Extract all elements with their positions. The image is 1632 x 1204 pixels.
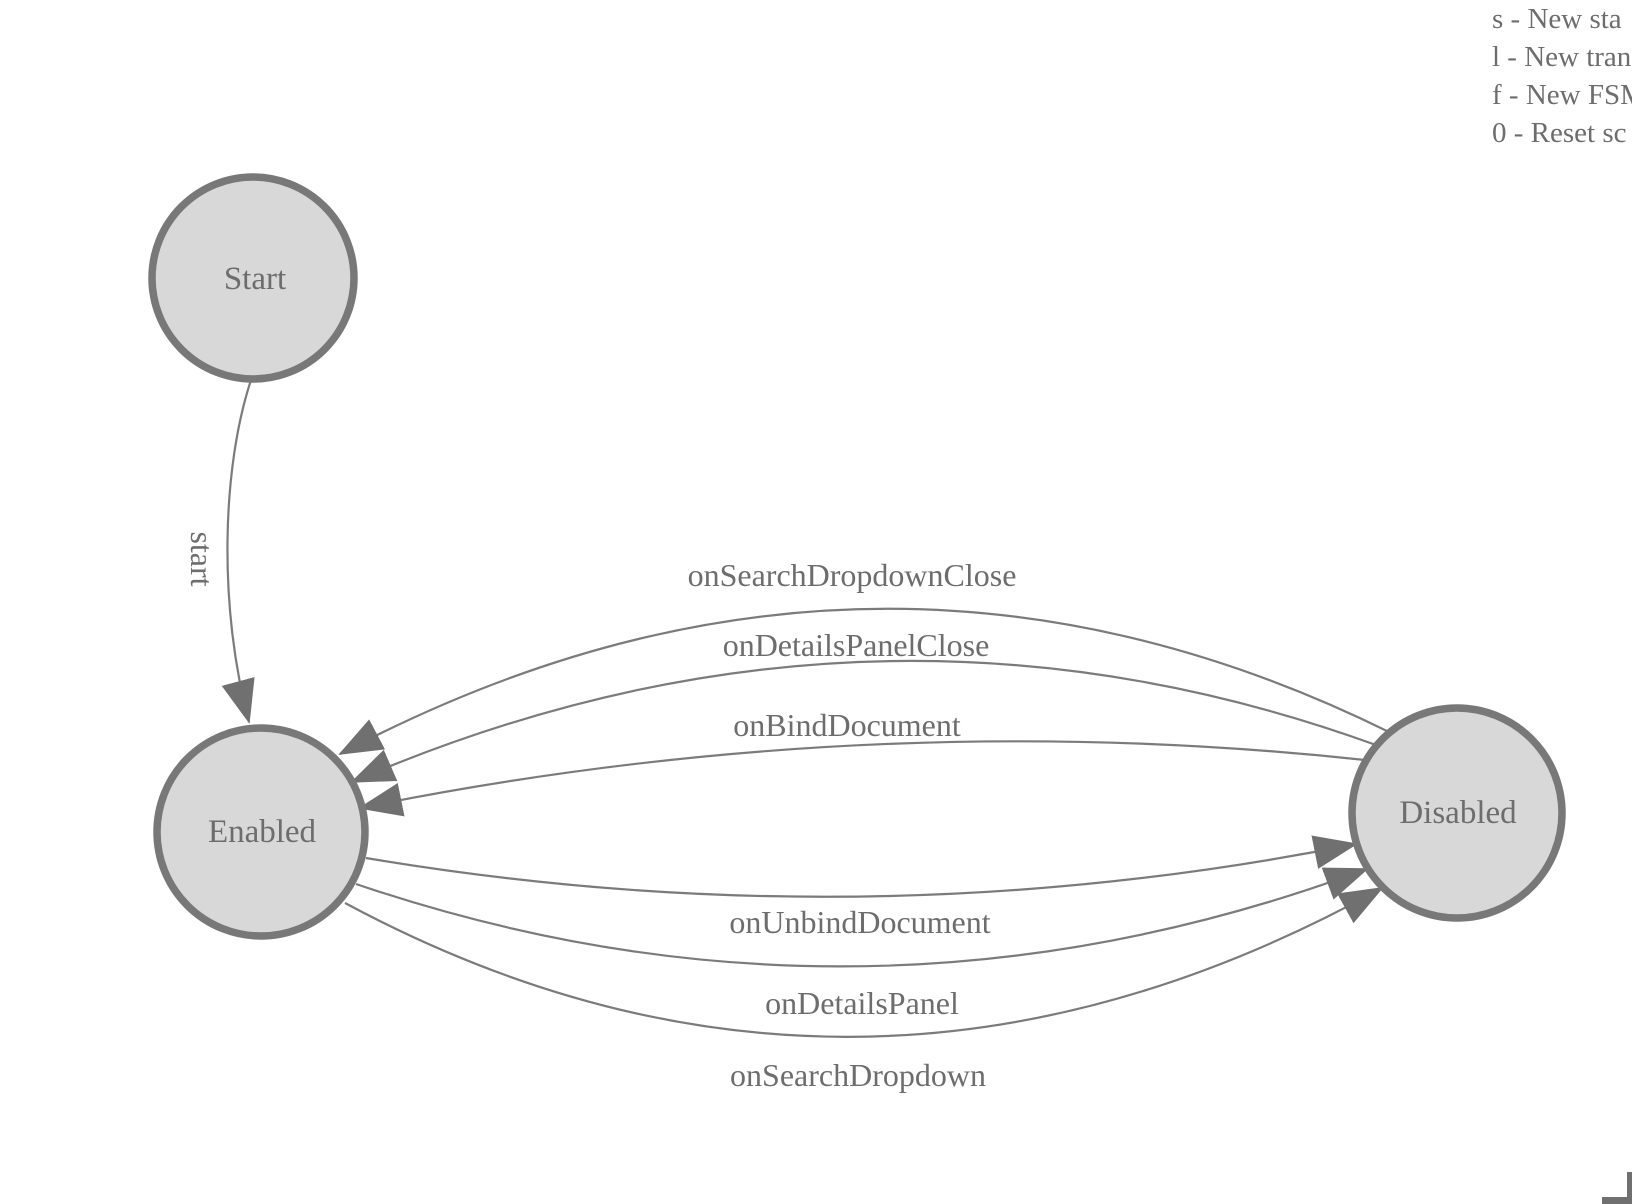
frame-corner-vertical (1627, 1172, 1632, 1204)
transition-on-unbind-document[interactable] (365, 835, 1358, 898)
legend-line-reset: 0 - Reset sc (1492, 117, 1627, 149)
transition-on-details-panel-label: onDetailsPanel (765, 985, 959, 1021)
transition-on-unbind-document-label: onUnbindDocument (729, 904, 990, 940)
transition-start[interactable] (221, 379, 255, 724)
transition-start-label: start (184, 531, 220, 586)
transition-on-search-dropdown[interactable] (344, 887, 1384, 1038)
transition-on-search-dropdown-label: onSearchDropdown (730, 1057, 986, 1093)
legend-line-new-fsm: f - New FSM (1492, 79, 1632, 111)
frame-corner-horizontal (1602, 1197, 1632, 1204)
state-disabled-label: Disabled (1399, 795, 1517, 831)
state-enabled-label: Enabled (208, 814, 317, 850)
state-start-circle[interactable] (148, 173, 358, 383)
state-disabled[interactable]: Disabled (1348, 704, 1566, 922)
transition-on-details-panel-close[interactable] (350, 659, 1377, 784)
frame-corner (1602, 1172, 1632, 1204)
state-enabled-circle[interactable] (153, 724, 369, 940)
transition-on-bind-document[interactable] (358, 740, 1366, 817)
transition-on-bind-document-label: onBindDocument (733, 707, 961, 743)
transition-on-search-dropdown-close-label: onSearchDropdownClose (688, 557, 1017, 593)
shortcut-legend: s - New sta l - New tran f - New FSM 0 -… (1492, 3, 1632, 149)
state-disabled-circle[interactable] (1348, 704, 1566, 922)
state-enabled[interactable]: Enabled (153, 724, 369, 940)
transition-on-details-panel-close-label: onDetailsPanelClose (723, 627, 990, 663)
state-start-label: Start (224, 261, 286, 297)
legend-line-new-state: s - New sta (1492, 3, 1622, 35)
transition-on-search-dropdown-close[interactable] (338, 607, 1390, 755)
legend-line-new-transition: l - New tran (1492, 41, 1632, 73)
state-start[interactable]: Start (148, 173, 358, 383)
transition-on-details-panel[interactable] (355, 867, 1369, 968)
